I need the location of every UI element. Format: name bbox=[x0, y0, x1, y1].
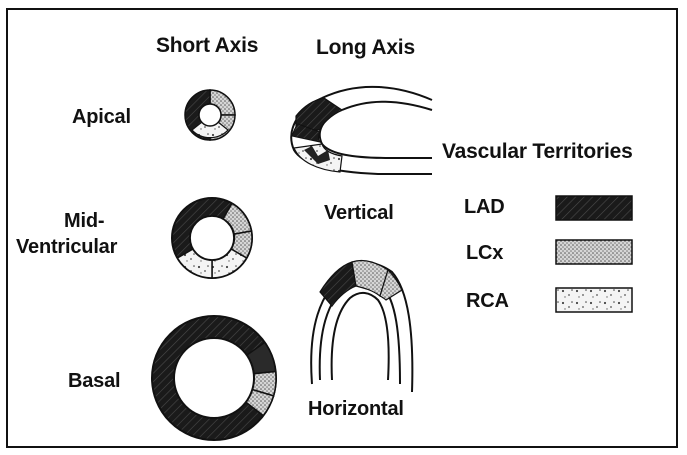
legend-swatch-lad bbox=[556, 196, 632, 220]
row-label-mid-line1: Mid- bbox=[64, 210, 104, 233]
legend-title: Vascular Territories bbox=[442, 140, 633, 164]
row-label-apical: Apical bbox=[72, 106, 131, 129]
horizontal-long-axis-view bbox=[311, 260, 412, 392]
legend-swatch-rca bbox=[556, 288, 632, 312]
short-axis-header: Short Axis bbox=[156, 34, 258, 58]
row-label-basal: Basal bbox=[68, 370, 120, 393]
legend-swatch-lcx bbox=[556, 240, 632, 264]
legend-label-rca: RCA bbox=[466, 290, 509, 313]
view-label-horizontal: Horizontal bbox=[308, 398, 404, 421]
legend-label-lad: LAD bbox=[464, 196, 505, 219]
vertical-long-axis-view bbox=[291, 87, 432, 174]
mid-ventricular-short-axis-ring bbox=[172, 198, 252, 278]
apical-short-axis-ring bbox=[185, 90, 235, 140]
legend-label-lcx: LCx bbox=[466, 242, 503, 265]
basal-short-axis-ring bbox=[152, 316, 276, 440]
row-label-mid-line2: Ventricular bbox=[16, 236, 117, 259]
long-axis-header: Long Axis bbox=[316, 36, 415, 60]
view-label-vertical: Vertical bbox=[324, 202, 394, 225]
